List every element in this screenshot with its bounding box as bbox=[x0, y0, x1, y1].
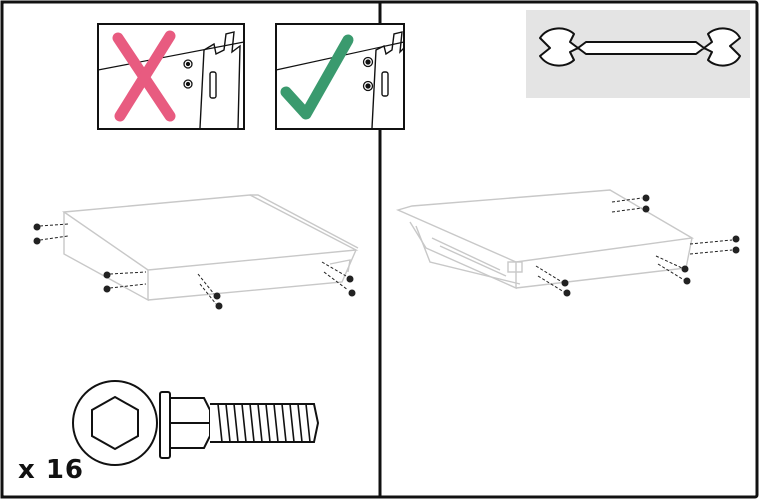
screw bbox=[33, 237, 41, 245]
screw-side-view bbox=[159, 391, 320, 459]
check-mark-icon bbox=[280, 34, 354, 120]
panel-assembly-left bbox=[62, 194, 359, 302]
screw bbox=[563, 289, 571, 297]
screw-head-top-view bbox=[72, 380, 158, 466]
screw bbox=[103, 285, 111, 293]
screw bbox=[103, 271, 111, 279]
screw bbox=[732, 235, 740, 243]
screw-group-left bbox=[33, 223, 356, 310]
screw-group-right bbox=[535, 194, 740, 297]
hex-flange-screw-icon bbox=[72, 380, 320, 466]
screw bbox=[33, 223, 41, 231]
screw bbox=[642, 205, 650, 213]
screw bbox=[215, 302, 223, 310]
screw bbox=[642, 194, 650, 202]
screw bbox=[683, 277, 691, 285]
panel-assembly-right bbox=[395, 189, 695, 290]
left-step-panel bbox=[0, 0, 382, 499]
screw bbox=[348, 289, 356, 297]
correct-example-inset bbox=[275, 23, 405, 130]
screw bbox=[561, 279, 569, 287]
bracket-detail bbox=[371, 31, 405, 129]
wrong-example-inset bbox=[97, 23, 245, 130]
bracket-detail bbox=[199, 31, 241, 129]
screw bbox=[346, 275, 354, 283]
misplaced-screws bbox=[183, 59, 193, 89]
screw bbox=[213, 292, 221, 300]
installed-screws bbox=[362, 56, 374, 92]
screw bbox=[681, 265, 689, 273]
wrench-icon bbox=[539, 27, 741, 67]
quantity-label: x 16 bbox=[18, 455, 85, 485]
cross-mark-icon bbox=[112, 30, 176, 122]
tool-required-box bbox=[526, 10, 750, 98]
screw bbox=[732, 246, 740, 254]
